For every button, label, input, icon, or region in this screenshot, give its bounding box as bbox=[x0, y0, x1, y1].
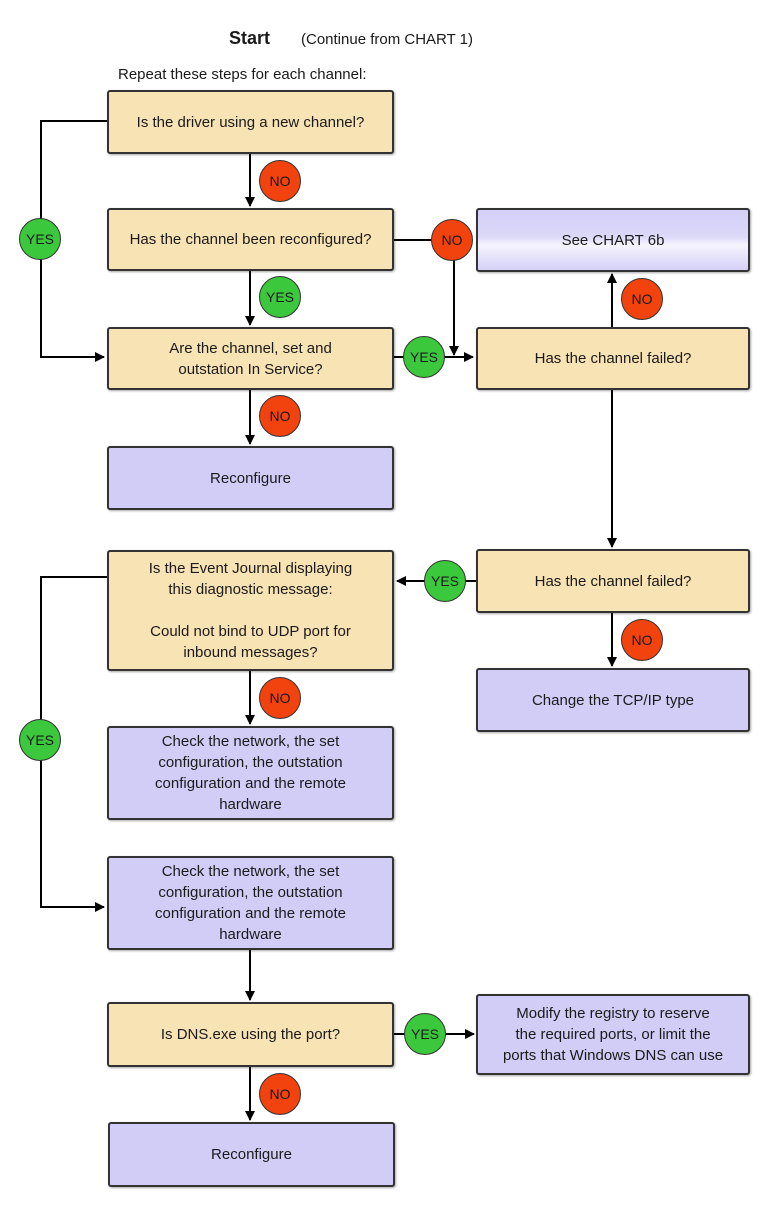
no-badge: NO bbox=[621, 619, 663, 661]
action-see-chart-6b: See CHART 6b bbox=[476, 208, 750, 272]
action-reconfigure-2: Reconfigure bbox=[108, 1122, 395, 1187]
chart-title: Start bbox=[229, 28, 271, 48]
no-badge: NO bbox=[259, 677, 301, 719]
action-see-chart-6b-label: See CHART 6b bbox=[561, 231, 665, 249]
action-modify-registry-label: Modify the registry to reserve the requi… bbox=[502, 1005, 724, 1064]
action-reconfigure-1: Reconfigure bbox=[107, 446, 394, 510]
decision-in-service: Are the channel, set and outstation In S… bbox=[107, 327, 394, 390]
decision-in-service-label: Are the channel, set and outstation In S… bbox=[169, 339, 332, 378]
yes-badge: YES bbox=[404, 1013, 446, 1055]
action-check-network-1-label: Check the network, the set configuration… bbox=[155, 733, 346, 813]
action-check-network-2-label: Check the network, the set configuration… bbox=[155, 863, 346, 943]
decision-dns: Is DNS.exe using the port? bbox=[107, 1002, 394, 1067]
action-change-tcpip-label: Change the TCP/IP type bbox=[531, 691, 695, 709]
no-badge: NO bbox=[259, 395, 301, 437]
action-reconfigure-2-label: Reconfigure bbox=[211, 1146, 292, 1163]
decision-event-journal: Is the Event Journal displaying this dia… bbox=[107, 550, 394, 671]
yes-badge: YES bbox=[19, 218, 61, 260]
decision-reconfigured-label: Has the channel been reconfigured? bbox=[129, 231, 372, 248]
intro-text: Repeat these steps for each channel: bbox=[118, 66, 367, 83]
action-check-network-1: Check the network, the set configuration… bbox=[107, 726, 394, 820]
action-change-tcpip: Change the TCP/IP type bbox=[476, 668, 750, 732]
decision-channel-failed-1: Has the channel failed? bbox=[476, 327, 750, 390]
decision-dns-label: Is DNS.exe using the port? bbox=[160, 1026, 341, 1043]
yes-badge: YES bbox=[424, 560, 466, 602]
no-badge: NO bbox=[621, 278, 663, 320]
chart-subtitle: (Continue from CHART 1) bbox=[301, 31, 474, 48]
decision-reconfigured: Has the channel been reconfigured? bbox=[107, 208, 394, 271]
yes-badge: YES bbox=[403, 336, 445, 378]
decision-channel-failed-2-label: Has the channel failed? bbox=[534, 572, 692, 590]
no-badge: NO bbox=[431, 219, 473, 261]
decision-channel-failed-1-label: Has the channel failed? bbox=[534, 350, 692, 367]
action-modify-registry: Modify the registry to reserve the requi… bbox=[476, 994, 750, 1075]
action-reconfigure-1-label: Reconfigure bbox=[210, 469, 291, 487]
yes-badge: YES bbox=[19, 719, 61, 761]
action-check-network-2: Check the network, the set configuration… bbox=[107, 856, 394, 950]
no-badge: NO bbox=[259, 1073, 301, 1115]
no-badge: NO bbox=[259, 160, 301, 202]
decision-channel-failed-2: Has the channel failed? bbox=[476, 549, 750, 613]
decision-new-channel-label: Is the driver using a new channel? bbox=[136, 113, 365, 131]
yes-badge: YES bbox=[259, 276, 301, 318]
decision-event-journal-label: Is the Event Journal displaying this dia… bbox=[148, 560, 353, 661]
decision-new-channel: Is the driver using a new channel? bbox=[107, 90, 394, 154]
